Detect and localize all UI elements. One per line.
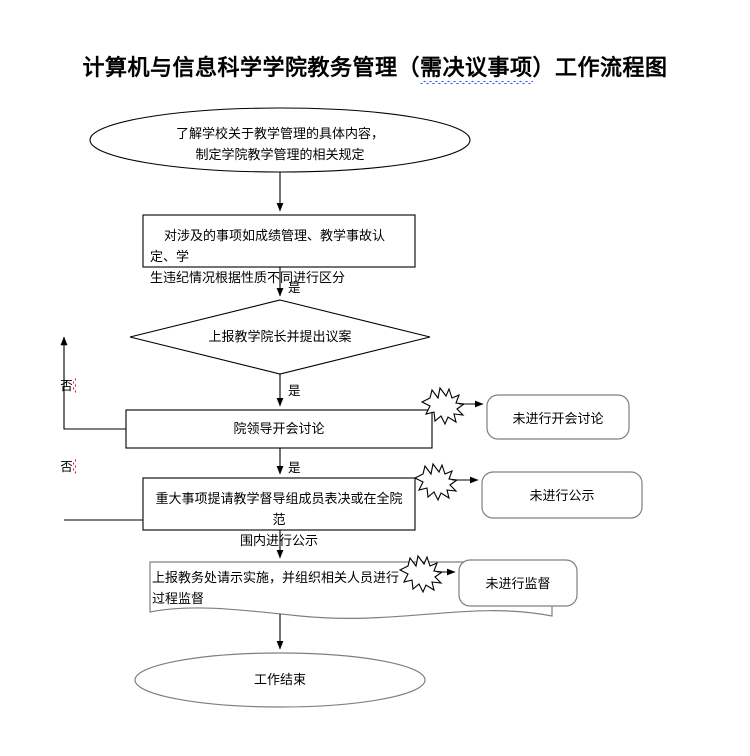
title-suffix: ）工作流程图 xyxy=(532,55,668,81)
edge-label-yes-3: 是 xyxy=(288,460,301,475)
edge-label-no-1: 否 xyxy=(58,378,76,392)
starburst-publicity-icon xyxy=(413,462,459,502)
node-end-label: 工作结束 xyxy=(253,673,306,688)
edge-label-no-2-text: 否 xyxy=(58,459,76,473)
title-flagged-phrase: 需决议事项 xyxy=(419,50,533,84)
node-start-label: 了解学校关于教学管理的具体内容， 制定学院教学管理的相关规定 xyxy=(175,127,384,163)
starburst-meeting-icon xyxy=(420,386,466,426)
edge-label-no-1-text: 否 xyxy=(58,378,76,392)
node-exception-supervision-label: 未进行监督 xyxy=(485,577,551,592)
node-vote-label: 重大事项提请教学督导组成员表决或在全院范 围内进行公示 xyxy=(155,492,403,549)
edge-label-yes-1: 是 xyxy=(288,280,301,295)
node-classify-label: 对涉及的事项如成绩管理、教学事故认定、学 生违纪情况根据性质不同进行区分 xyxy=(150,229,386,286)
node-meeting-label: 院领导开会讨论 xyxy=(233,422,325,437)
node-exception-publicity-label: 未进行公示 xyxy=(529,489,595,504)
node-report-label: 上报教务处请示实施，并组织相关人员进行 过程监督 xyxy=(152,571,400,607)
edge-label-yes-2: 是 xyxy=(288,383,301,398)
node-decision-label: 上报教学院长并提出议案 xyxy=(208,330,352,345)
title-prefix: 计算机与信息科学学院教务管理（ xyxy=(82,55,420,81)
edge-label-no-2: 否 xyxy=(58,459,76,473)
page-title: 计算机与信息科学学院教务管理（需决议事项）工作流程图 xyxy=(0,50,750,84)
node-exception-meeting-label: 未进行开会讨论 xyxy=(512,412,604,427)
